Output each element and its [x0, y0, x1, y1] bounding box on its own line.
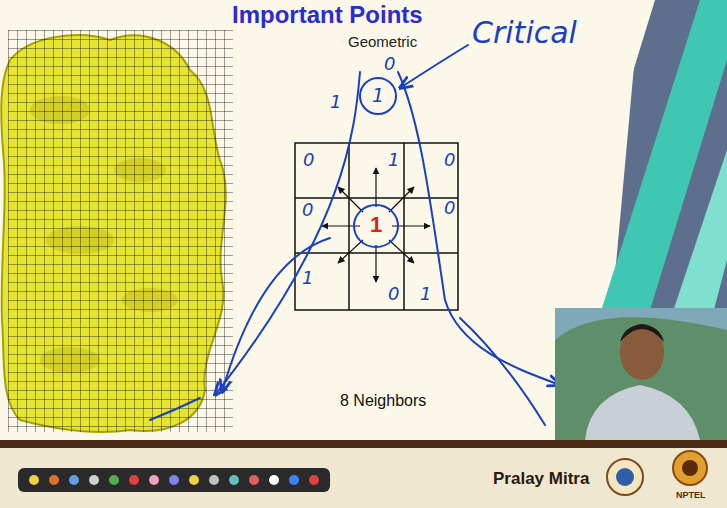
tool-icon — [169, 475, 179, 485]
arrow — [375, 245, 376, 282]
presenter-name: Pralay Mitra — [493, 470, 589, 489]
photo-backdrop — [555, 317, 727, 440]
toolbar — [18, 468, 330, 492]
center-cell-value: 1 — [370, 213, 382, 237]
toolbar-icons — [29, 475, 319, 485]
tool-icon — [29, 475, 39, 485]
bullet-text: Geometric — [348, 34, 417, 51]
tool-icon — [189, 475, 199, 485]
tool-icon — [209, 475, 219, 485]
caption-text: 8 Neighbors — [340, 392, 426, 410]
ink-arrow — [400, 45, 468, 88]
tool-icon — [249, 475, 259, 485]
tool-icon — [69, 475, 79, 485]
bottom-bar — [0, 448, 727, 508]
cell-value: 0 — [302, 200, 313, 220]
cell-value: 1 — [302, 268, 313, 288]
ink-number: 0 — [384, 54, 395, 74]
ink-circle — [360, 78, 396, 114]
logo-core — [616, 468, 634, 486]
presenter-head — [620, 324, 664, 380]
logo-ring — [607, 459, 643, 495]
tool-icon — [149, 475, 159, 485]
ink-curve — [460, 318, 545, 425]
arrow — [338, 187, 363, 212]
ink-note: Critical — [472, 16, 577, 49]
tool-icon — [49, 475, 59, 485]
cell-value: 0 — [444, 198, 455, 218]
tool-icon — [269, 475, 279, 485]
arrow — [375, 168, 376, 207]
photo-background — [555, 308, 727, 440]
tool-icon — [129, 475, 139, 485]
tool-icon — [309, 475, 319, 485]
ink-curve — [215, 72, 360, 395]
ink-number: 1 — [330, 92, 341, 112]
arrow — [338, 240, 363, 263]
ink-number: 1 — [372, 85, 384, 106]
ink-circle — [354, 205, 398, 247]
ink-annotations — [150, 45, 560, 425]
logo-ring — [673, 451, 707, 485]
cell-value: 0 — [388, 284, 399, 304]
tool-icon — [109, 475, 119, 485]
cell-value: 1 — [420, 284, 431, 304]
institute-logo — [607, 459, 643, 495]
logo-text: NPTEL — [676, 491, 706, 501]
arrow — [389, 240, 414, 263]
tool-icon — [289, 475, 299, 485]
cell-value: 0 — [303, 150, 314, 170]
grid-overlay — [8, 30, 233, 432]
slide-title: Important Points — [232, 2, 423, 28]
ink-curve — [150, 398, 200, 420]
arrow — [389, 187, 414, 212]
cell-value: 1 — [388, 150, 399, 170]
tool-icon — [229, 475, 239, 485]
ink-curve — [222, 238, 330, 392]
bottom-rule — [0, 440, 727, 448]
presenter-shirt — [585, 385, 700, 440]
logo-core — [682, 460, 698, 476]
tool-icon — [89, 475, 99, 485]
nptel-logo — [673, 451, 707, 485]
presenter-hair — [620, 324, 664, 342]
cell-value: 0 — [444, 150, 455, 170]
presenter-photo — [555, 308, 727, 440]
